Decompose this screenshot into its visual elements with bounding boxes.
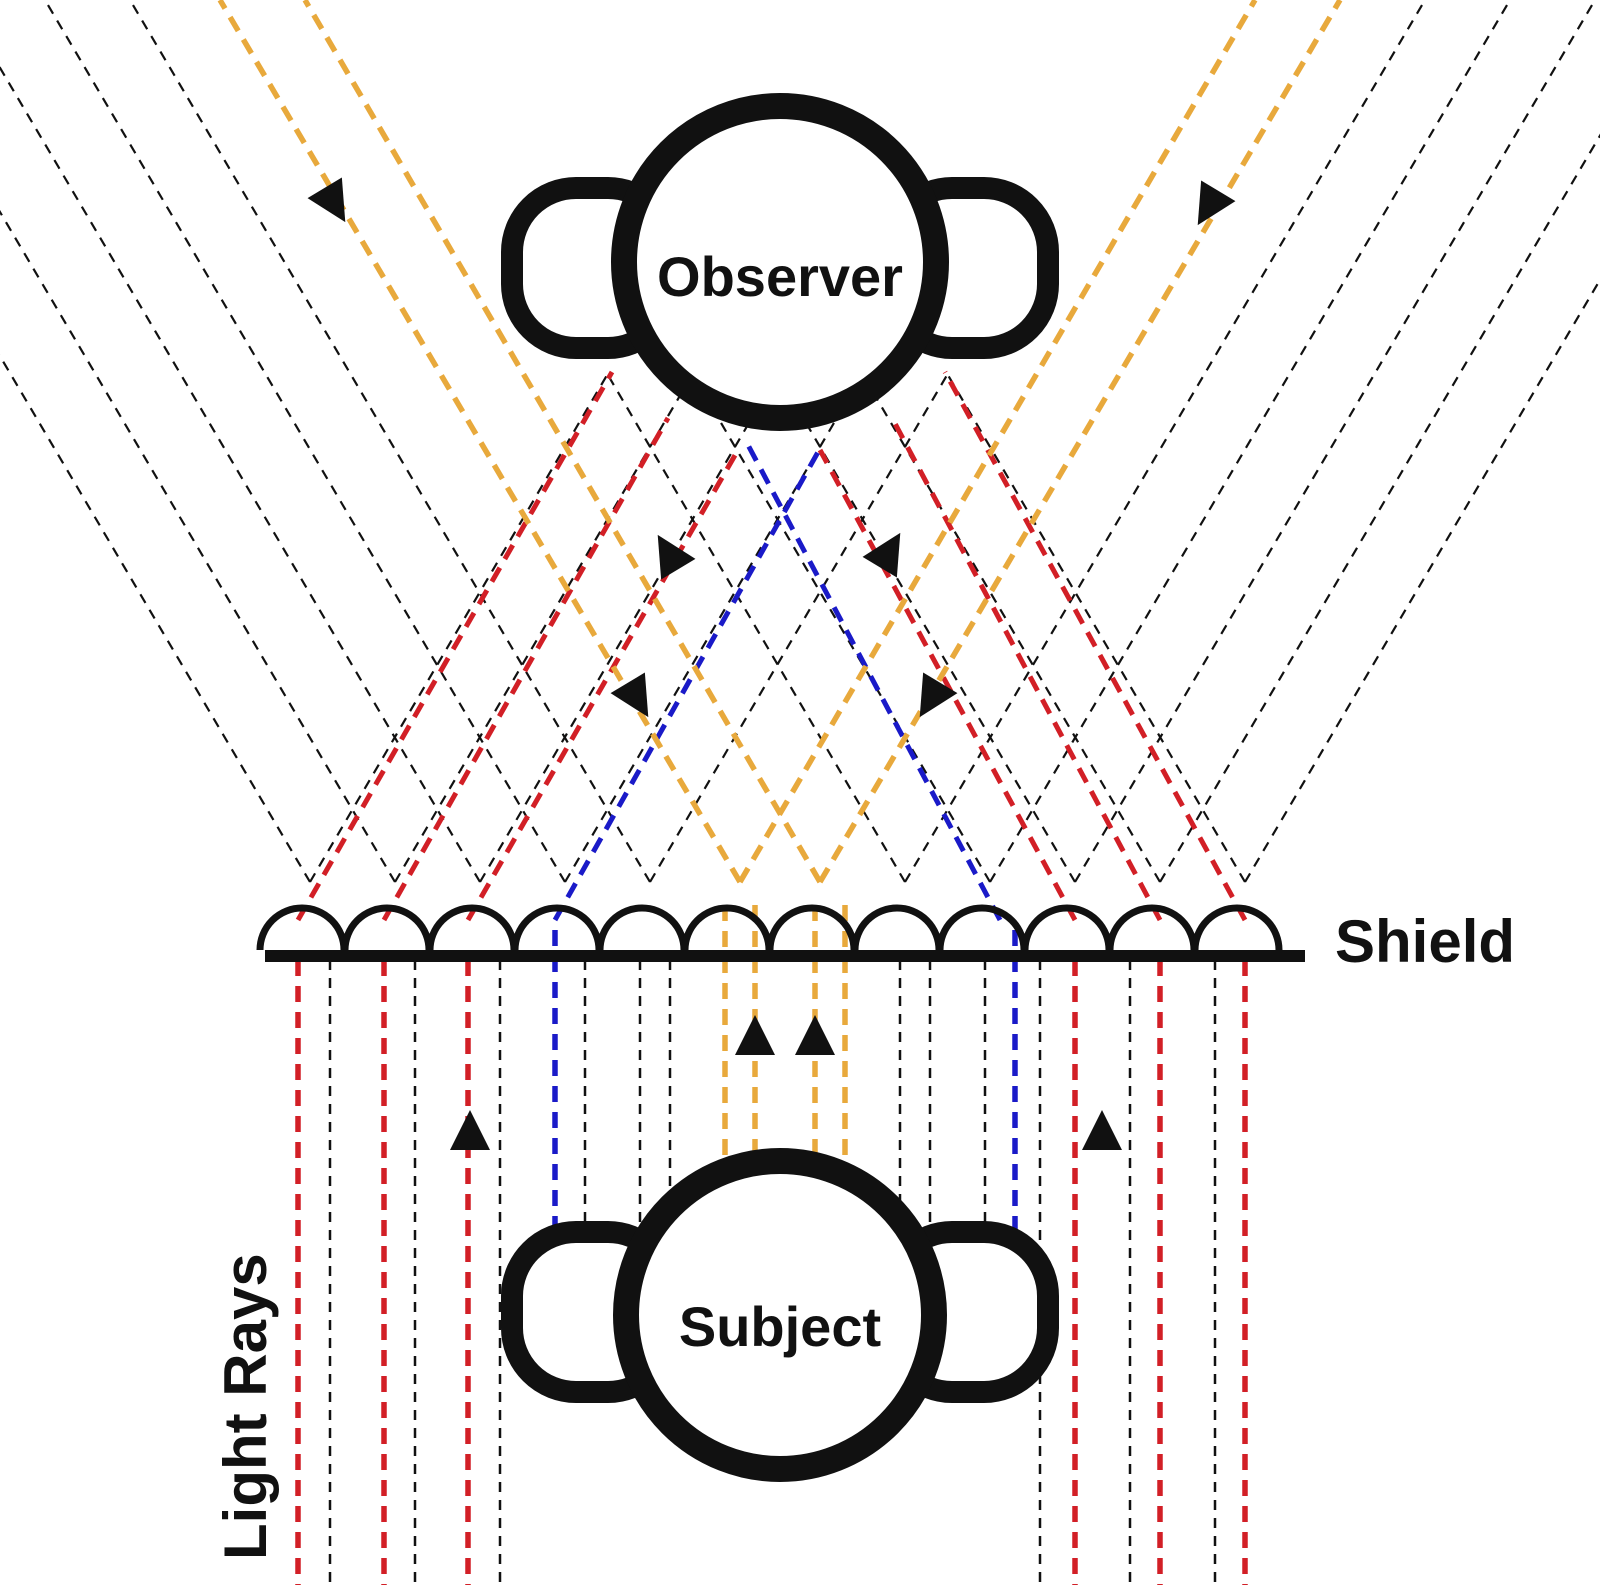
- lens-icon-12: [1191, 904, 1283, 951]
- arrow-icon-upper-right: [1197, 180, 1236, 226]
- subject-figure: Subject: [501, 1148, 1059, 1482]
- red-reflected-ray-right-2: [889, 416, 1163, 922]
- orange-ray-left-2: [302, 0, 823, 884]
- lens-icon-7: [766, 904, 858, 951]
- arrow-icon-lower-right: [919, 672, 958, 718]
- subject-head: [613, 1148, 947, 1482]
- observer-head: [611, 93, 949, 431]
- lens-icon-8: [851, 904, 943, 951]
- red-reflected-ray-right-1: [942, 370, 1248, 922]
- arrow-icon-lower-left: [610, 672, 649, 718]
- ambient-ray-right-cross-1: [604, 369, 906, 883]
- ambient-ray-left-5: [129, 0, 651, 883]
- ambient-ray-left-2: [0, 209, 396, 883]
- ambient-ray-right-1: [904, 0, 1426, 883]
- red-reflected-ray-right-3: [817, 448, 1078, 922]
- blue-reflected-ray-left: [552, 443, 825, 922]
- ambient-ray-right-3: [1074, 0, 1596, 883]
- red-reflected-ray-left-1: [295, 370, 615, 922]
- ambient-ray-right-2: [989, 0, 1511, 883]
- direction-arrows: [307, 177, 1236, 1150]
- ambient-ray-left-3: [0, 65, 481, 883]
- lens-icon-1: [256, 904, 348, 951]
- ambient-ray-left-cross-1: [309, 369, 611, 883]
- shield-base: [265, 950, 1305, 962]
- arrow-icon-up-orange-2: [795, 1015, 835, 1055]
- ambient-ray-right-cross-3: [774, 369, 1076, 883]
- arrow-icon-mid-right: [862, 532, 901, 578]
- lens-icon-6: [681, 904, 773, 951]
- ambient-ray-right-5: [1244, 277, 1600, 883]
- lens-icon-5: [596, 904, 688, 951]
- ambient-ray-right-cross-2: [689, 369, 991, 883]
- ambient-ray-left-1: [0, 354, 311, 883]
- arrow-icon-upper-left: [307, 177, 346, 223]
- orange-ray-right-1: [737, 0, 1258, 884]
- arrow-icon-up-orange-1: [735, 1015, 775, 1055]
- ambient-ray-right-4: [1159, 133, 1600, 883]
- shield: [265, 950, 1305, 962]
- ambient-ray-left-4: [44, 0, 566, 883]
- arrow-icon-up-right: [1082, 1110, 1122, 1150]
- light-rays-label: Light Rays: [212, 1253, 279, 1560]
- blue-reflected-ray-right: [745, 443, 1003, 922]
- lens-icon-9: [936, 904, 1028, 951]
- subject-label: Subject: [679, 1295, 881, 1358]
- lens-icon-11: [1106, 904, 1198, 951]
- observer-figure: Observer: [501, 93, 1059, 431]
- shield-label: Shield: [1335, 908, 1515, 975]
- arrow-icon-mid-left: [657, 534, 696, 580]
- orange-ray-right-2: [817, 0, 1343, 884]
- lens-icon-3: [426, 904, 518, 951]
- lens-icon-2: [341, 904, 433, 951]
- red-reflected-ray-left-3: [465, 448, 741, 922]
- ambient-ray-left-cross-5: [649, 369, 951, 883]
- colored-light-rays: [217, 0, 1343, 1585]
- lens-icon-10: [1021, 904, 1113, 951]
- ambient-ray-right-cross-5: [944, 369, 1246, 883]
- ambient-ray-left-cross-3: [479, 369, 781, 883]
- red-reflected-ray-left-2: [381, 416, 671, 922]
- observer-label: Observer: [657, 245, 903, 308]
- arrow-icon-up-left: [450, 1110, 490, 1150]
- lens-icon-4: [511, 904, 603, 951]
- shield-lenses: [256, 904, 1283, 951]
- orange-ray-left-1: [217, 0, 743, 884]
